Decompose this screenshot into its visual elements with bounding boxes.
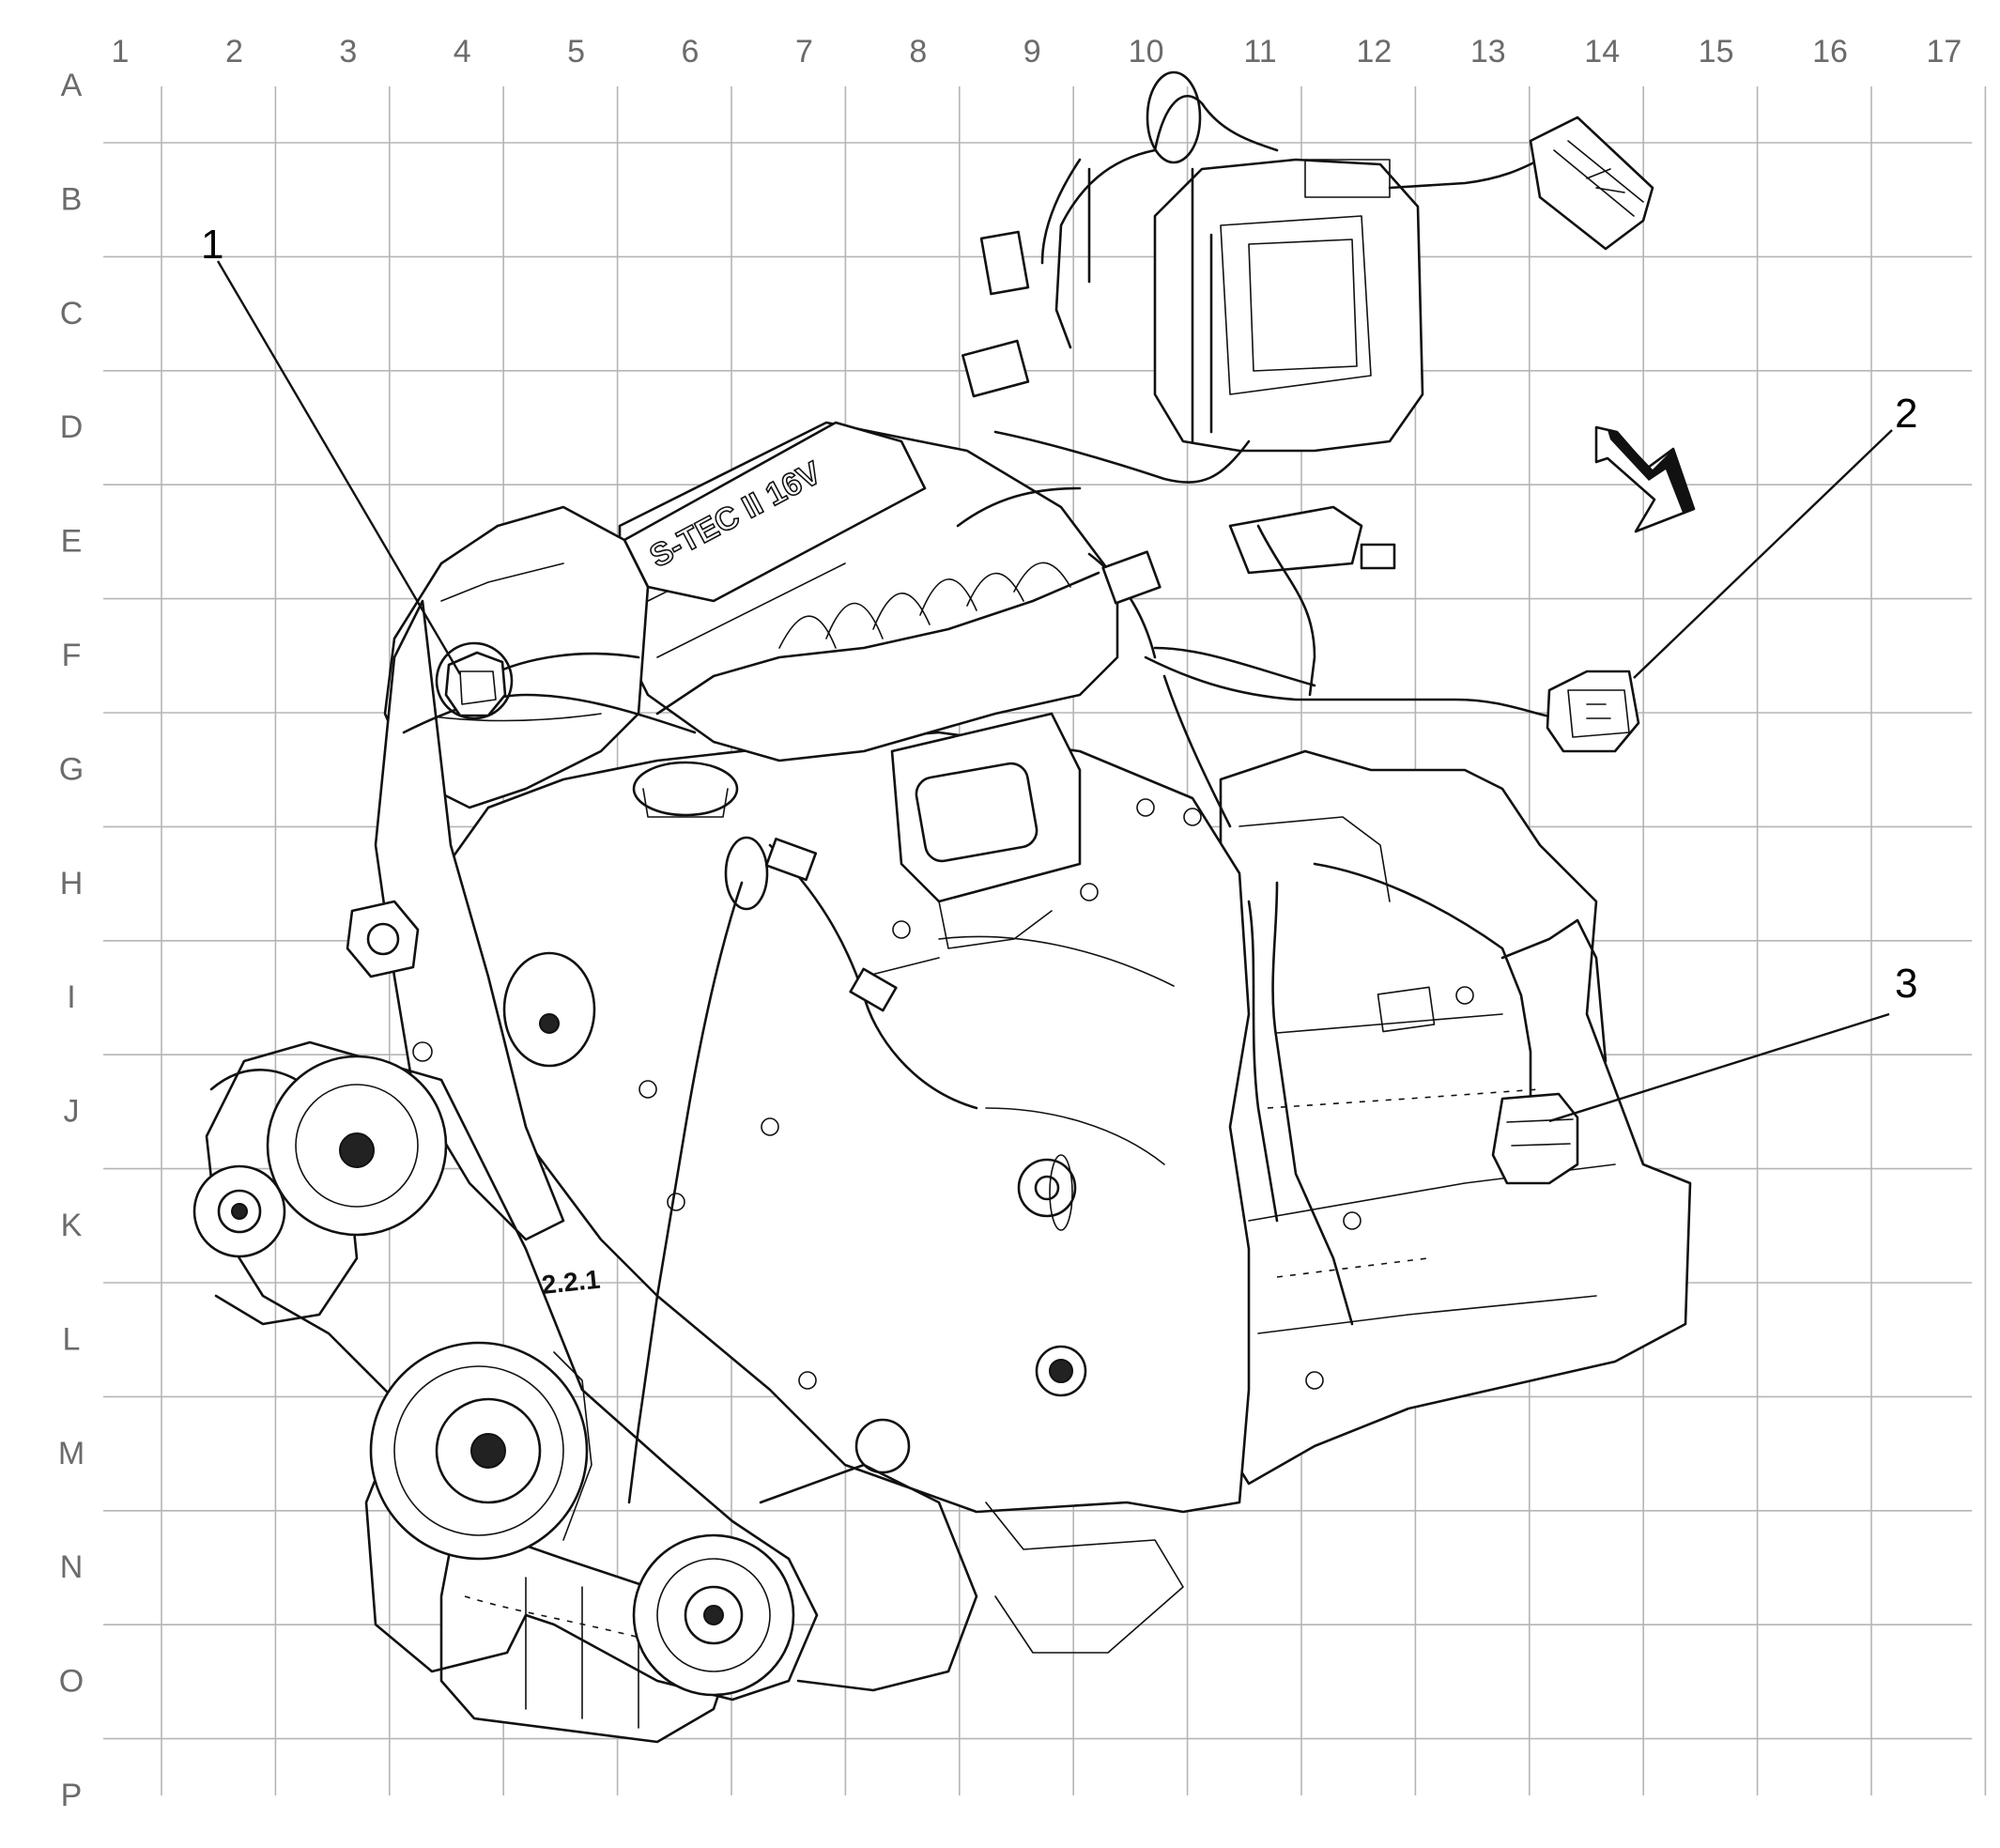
grid-row-label: A (61, 68, 83, 103)
connector-2-body (1546, 670, 1640, 753)
grid-column-label: 14 (1584, 34, 1620, 69)
callout-1-label: 1 (201, 222, 223, 268)
grid-column-label: 12 (1356, 34, 1392, 69)
grid-column-label: 16 (1812, 34, 1848, 69)
callout-2-leader (1633, 429, 1893, 679)
grid-row-label: O (59, 1664, 84, 1700)
grid-row-label: C (60, 296, 84, 331)
grid-row-label: J (64, 1094, 80, 1130)
grid-row-label: G (59, 751, 84, 787)
grid-column-label: 13 (1470, 34, 1506, 69)
grid-row-label: K (61, 1208, 83, 1243)
grid-row-label: B (61, 181, 83, 217)
engine-illustration: S-TEC II 16V (192, 70, 1692, 1744)
top-right-connector (1529, 116, 1654, 251)
grid-row-label: D (60, 409, 84, 445)
serpentine-belt (205, 1040, 819, 1702)
callout-1-leader (216, 260, 462, 675)
callout-3-label: 3 (1895, 961, 1917, 1007)
grid-row-label: I (67, 979, 75, 1015)
throttle-body (890, 712, 1082, 903)
grid-column-label: 5 (567, 34, 585, 69)
grid-row-label: P (61, 1778, 83, 1813)
grid-row-label: E (61, 524, 83, 560)
grid-column-label: 2 (225, 34, 243, 69)
dipstick-tube (627, 881, 744, 1504)
alternator (209, 1069, 359, 1326)
grid-row-label: L (63, 1321, 81, 1357)
grid-column-label: 7 (795, 34, 813, 69)
engine-control-module (1153, 158, 1424, 453)
grid-column-label: 4 (454, 34, 471, 69)
grid-column-label: 15 (1699, 34, 1734, 69)
grid-column-label: 6 (682, 34, 700, 69)
grid-column-label: 11 (1243, 34, 1276, 69)
block-engraving: 2.2.1 (540, 1265, 601, 1300)
grid-row-label: H (60, 866, 84, 901)
connector-1-body (444, 651, 507, 717)
oil-pan (439, 1519, 734, 1744)
grid-column-label: 10 (1129, 34, 1164, 69)
grid-column-label: 3 (339, 34, 357, 69)
harness-to-module-connector (1388, 158, 1542, 190)
direction-arrow-shading (1608, 430, 1694, 513)
harness-to-connector-2 (1144, 655, 1561, 720)
grid-row-label: F (62, 638, 82, 673)
grid-row-labels: A B C D E F G H I J K L M N O P (58, 68, 85, 1813)
connector-3-body (1491, 1092, 1579, 1185)
grid-column-label: 17 (1926, 34, 1962, 69)
oil-filler-cap (632, 761, 739, 817)
callout-2-label: 2 (1895, 391, 1917, 437)
grid-column-label: 9 (1023, 34, 1041, 69)
grid-row-label: M (58, 1436, 85, 1471)
grid-column-label: 1 (112, 34, 130, 69)
grid-column-label: 8 (909, 34, 927, 69)
callout-3-leader (1548, 1012, 1890, 1123)
grid-row-label: N (60, 1549, 84, 1585)
